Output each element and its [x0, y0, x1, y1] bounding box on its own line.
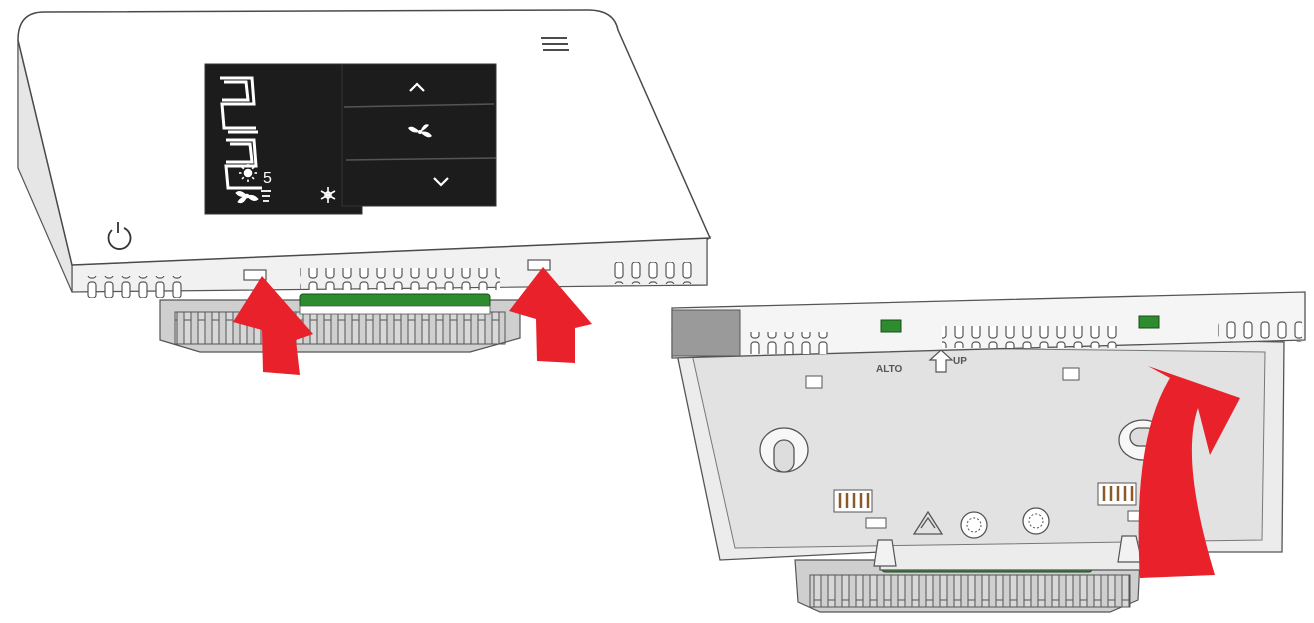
temperature-decimal: 5 — [263, 170, 272, 187]
right-pin-header — [1097, 482, 1149, 522]
fan-speed-icon — [235, 190, 271, 204]
orientation-label-en: UP — [953, 356, 967, 367]
sun-icon — [239, 164, 257, 182]
left-base-latch — [880, 319, 902, 333]
right-latch-slot — [527, 259, 551, 271]
down-button[interactable] — [344, 161, 494, 205]
right-press-arrow — [509, 267, 592, 363]
fan-icon — [408, 124, 432, 138]
left-latch-slot — [243, 269, 267, 281]
up-button[interactable] — [344, 66, 494, 104]
button-panel — [341, 63, 497, 207]
orientation-stamp: ALTO UP — [876, 349, 967, 375]
date-wheel-left-icon — [960, 511, 988, 539]
chevron-down-icon — [433, 177, 449, 187]
lift-curve-arrow — [1138, 366, 1240, 578]
base-plate: ALTO UP — [671, 291, 1306, 613]
temperature-digits-graphic — [220, 76, 262, 190]
snowflake-icon — [320, 187, 336, 203]
recycling-symbol-icon — [912, 510, 944, 535]
left-pin-header — [833, 489, 887, 529]
orientation-label-it: ALTO — [876, 364, 903, 375]
fan-button[interactable] — [344, 108, 494, 158]
up-arrow-icon — [928, 349, 954, 373]
display-panel: 5 22 — [204, 63, 363, 215]
date-wheel-right-icon — [1022, 507, 1050, 535]
left-screw-slot — [759, 427, 809, 473]
chevron-up-icon — [409, 82, 425, 92]
left-press-arrow — [233, 276, 313, 375]
thermostat-unit: 5 22 — [17, 9, 712, 375]
right-base-latch — [1138, 315, 1160, 329]
power-icon[interactable] — [107, 222, 132, 250]
hamburger-menu-icon[interactable] — [541, 37, 569, 51]
